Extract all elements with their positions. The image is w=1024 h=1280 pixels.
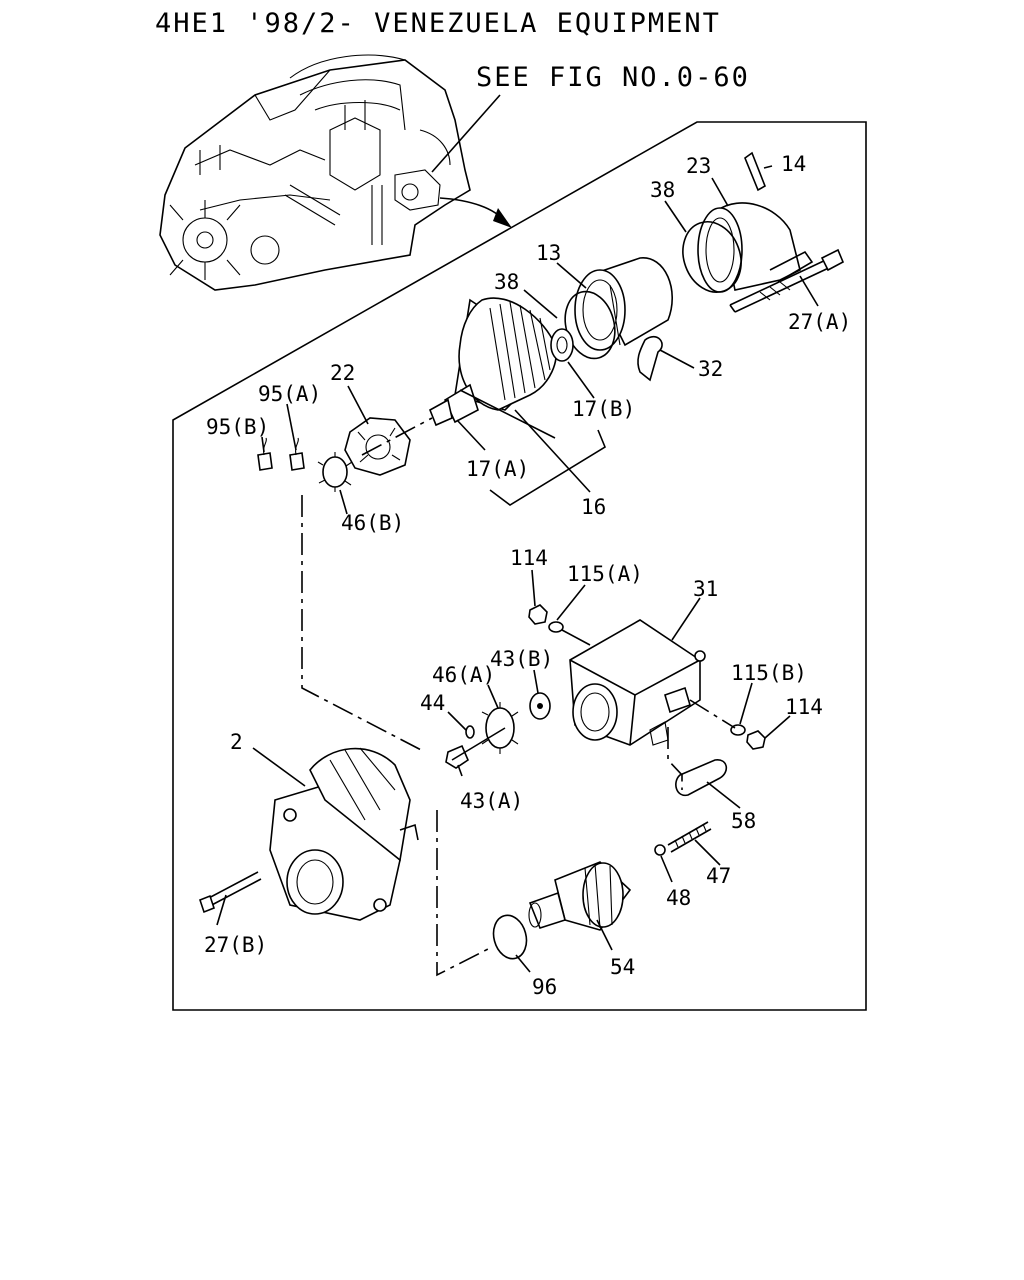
label-43b: 43(B) [490, 647, 553, 671]
part-14-pin [744, 151, 766, 192]
label-32: 32 [698, 357, 723, 381]
label-43a: 43(A) [460, 789, 523, 813]
part-labels: 14 23 38 27(A) 13 38 32 17(B) 22 17(A) 1… [204, 152, 851, 999]
label-22: 22 [330, 361, 355, 385]
label-27b: 27(B) [204, 933, 267, 957]
label-58: 58 [731, 809, 756, 833]
part-13-yoke [574, 257, 673, 351]
part-54-pinion-clutch [528, 861, 632, 931]
bracket-16 [489, 429, 606, 506]
part-114-nut-left [528, 604, 548, 625]
label-114-left: 114 [510, 546, 548, 570]
part-27a-through-bolt [729, 248, 845, 313]
label-14: 14 [781, 152, 806, 176]
label-95b: 95(B) [206, 415, 269, 439]
engine-illustration [159, 54, 471, 291]
label-31: 31 [693, 577, 718, 601]
diagram-frame [172, 121, 867, 1011]
label-16: 16 [581, 495, 606, 519]
label-38-front: 38 [494, 270, 519, 294]
part-58-lever [675, 759, 728, 797]
part-23-rear-cover [697, 202, 814, 293]
part-16-armature [428, 297, 574, 427]
part-115a-washer [548, 621, 564, 633]
part-44-ball [465, 725, 475, 739]
part-38-gasket-rear [682, 221, 742, 293]
part-114-nut-right [746, 730, 766, 750]
label-27a: 27(A) [788, 310, 851, 334]
part-32-clip [637, 335, 663, 382]
part-96-o-ring [492, 914, 528, 960]
label-46a: 46(A) [432, 663, 495, 687]
part-48-ball [654, 844, 666, 856]
label-48: 48 [666, 886, 691, 910]
label-23: 23 [686, 154, 711, 178]
label-38-rear: 38 [650, 178, 675, 202]
reference-arrow-head [493, 208, 512, 228]
part-95b-brush [257, 452, 273, 471]
part-95a-brush [289, 452, 305, 471]
label-44: 44 [420, 691, 445, 715]
label-96: 96 [532, 975, 557, 999]
reference-leader-line [431, 94, 501, 173]
label-13: 13 [536, 241, 561, 265]
label-54: 54 [610, 955, 635, 979]
label-17a: 17(A) [466, 457, 529, 481]
label-47: 47 [706, 864, 731, 888]
part-46b-gear [317, 452, 353, 492]
part-31-magnetic-switch [569, 619, 706, 746]
label-46b: 46(B) [341, 511, 404, 535]
figure-reference: SEE FIG NO.0-60 [476, 62, 750, 93]
label-17b: 17(B) [572, 397, 635, 421]
label-114-right: 114 [785, 695, 823, 719]
label-95a: 95(A) [258, 382, 321, 406]
label-115a: 115(A) [567, 562, 643, 586]
part-27b-bolt [199, 871, 262, 914]
label-115b: 115(B) [731, 661, 807, 685]
diagram-title: 4HE1 '98/2- VENEZUELA EQUIPMENT [155, 8, 721, 39]
part-47-spring [667, 821, 712, 853]
part-2-housing [269, 747, 419, 921]
part-46a-gear [481, 702, 519, 754]
label-2: 2 [230, 730, 243, 754]
